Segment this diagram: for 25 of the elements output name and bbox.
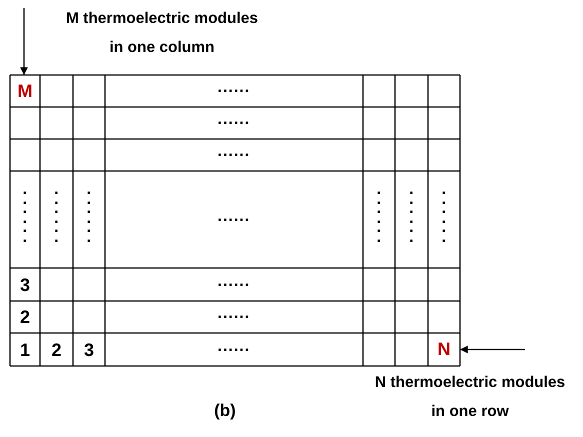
vertical-ellipsis: ......	[86, 185, 92, 242]
vertical-ellipsis: ......	[442, 185, 446, 242]
matrix-cell: M	[11, 76, 39, 106]
vertical-ellipsis: ......	[409, 185, 414, 242]
caption-text: N thermoelectric modules in one row	[374, 373, 566, 422]
caption-text: M thermoelectric modules in one column	[64, 9, 260, 58]
ellipsis: ......	[218, 208, 250, 224]
ellipsis: ......	[218, 274, 250, 290]
ellipsis: ......	[218, 338, 250, 354]
ellipsis: ......	[218, 80, 250, 96]
ellipsis: ......	[218, 306, 250, 322]
vertical-ellipsis: ......	[376, 185, 382, 242]
index-number: 1	[20, 338, 30, 362]
arrow	[20, 8, 28, 75]
panel-label: (b)	[213, 400, 237, 422]
index-number: 2	[52, 338, 62, 362]
index-number: 2	[20, 306, 30, 329]
arrow	[460, 346, 525, 354]
index-number: 3	[84, 338, 94, 362]
index-number: 3	[20, 274, 30, 296]
vertical-ellipsis: ......	[54, 185, 59, 242]
vertical-ellipsis: ......	[22, 185, 28, 242]
matrix-cell: N	[429, 334, 459, 365]
ellipsis: ......	[218, 144, 250, 160]
ellipsis: ......	[218, 112, 250, 128]
